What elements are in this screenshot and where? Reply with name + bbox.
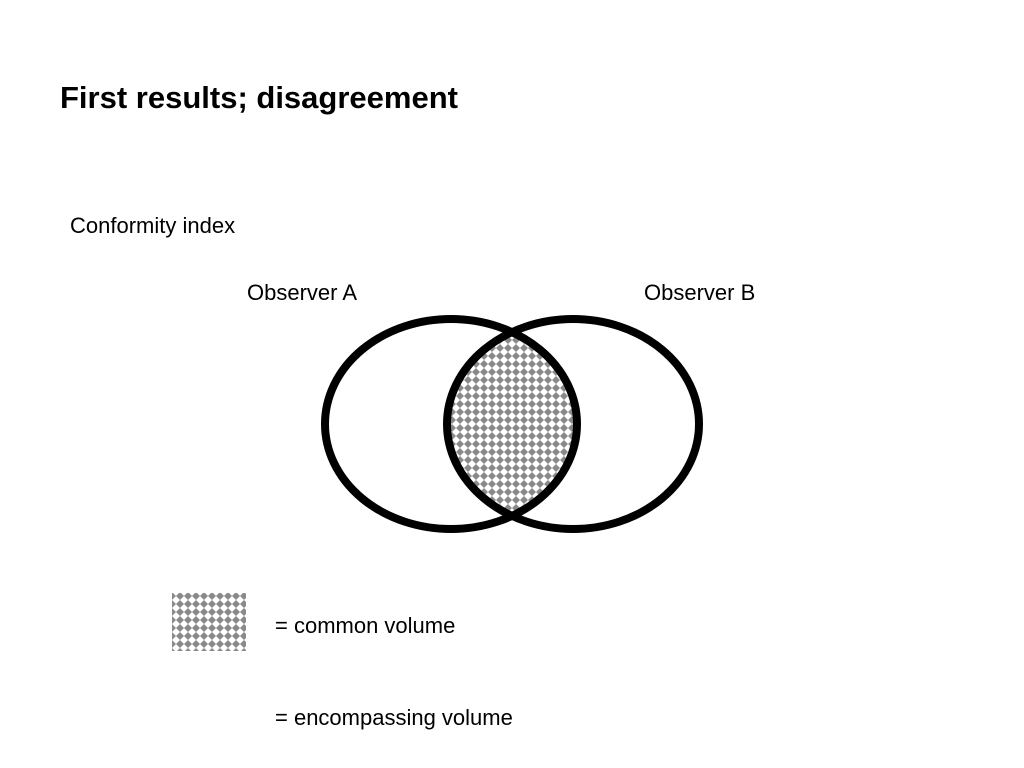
slide-title: First results; disagreement [60,80,458,115]
observer-b-label: Observer B [644,280,756,305]
slide-subtitle: Conformity index [70,213,236,238]
legend-common-label: = common volume [275,613,456,638]
observer-a-label: Observer A [247,280,358,305]
legend-encompassing-label: = encompassing volume [275,705,513,730]
legend-common-swatch [172,593,246,651]
observer-b-ellipse [443,315,703,533]
observer-a-ellipse [321,315,581,533]
